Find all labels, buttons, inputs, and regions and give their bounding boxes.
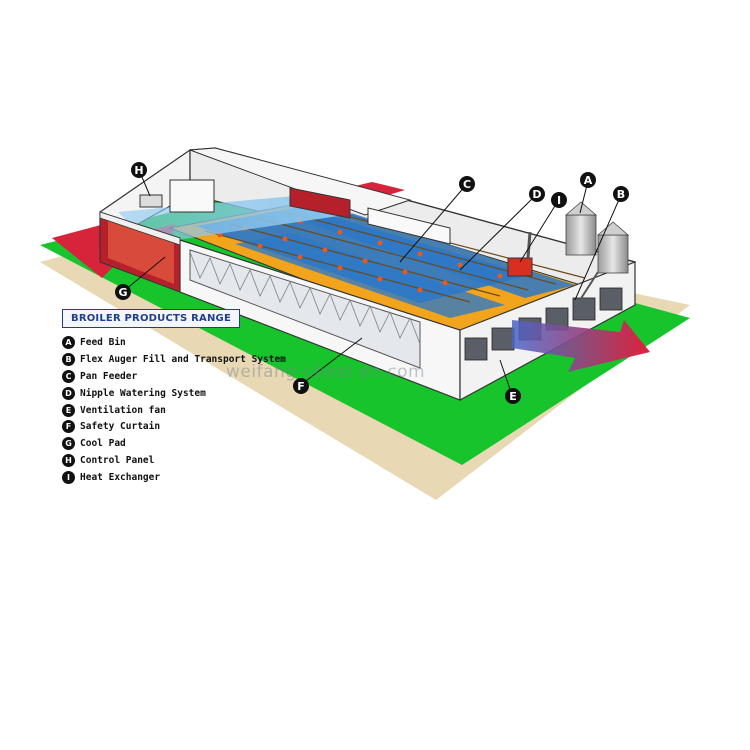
legend-badge: B	[62, 352, 75, 366]
callout-b: B	[613, 186, 629, 202]
legend-badge: E	[62, 403, 75, 417]
end-wall-front	[99, 211, 181, 246]
heat-exchanger	[507, 257, 533, 277]
legend-item-control-panel: H Control Panel	[62, 452, 292, 469]
legend-item-safety-curtain: F Safety Curtain	[62, 418, 292, 435]
legend-item-cool-pad: G Cool Pad	[62, 435, 292, 452]
feed-bins	[564, 201, 630, 274]
callout-c: C	[459, 176, 475, 192]
callout-i: I	[551, 192, 567, 208]
exhaust-arrow	[512, 320, 650, 372]
legend-item-flex-auger: B Flex Auger Fill and Transport System	[62, 351, 292, 368]
legend-label: Cool Pad	[80, 438, 126, 450]
legend-label: Feed Bin	[80, 336, 126, 348]
svg-text:E: E	[509, 390, 517, 403]
callout-a: A	[580, 172, 596, 188]
safety-curtain	[189, 249, 421, 369]
curtain-truss	[189, 251, 421, 345]
callout-h: H	[131, 162, 147, 178]
legend-item-ventilation-fan: E Ventilation fan	[62, 402, 292, 419]
legend-badge: I	[62, 471, 75, 485]
legend-badge: C	[62, 369, 75, 383]
legend-label: Flex Auger Fill and Transport System	[80, 353, 286, 365]
legend-label: Ventilation fan	[80, 404, 166, 416]
svg-text:B: B	[617, 188, 625, 201]
legend-item-heat-exchanger: I Heat Exchanger	[62, 469, 292, 486]
legend-badge: D	[62, 386, 75, 400]
far-window	[367, 207, 451, 245]
lane-2	[300, 211, 575, 298]
legend-badge: H	[62, 454, 75, 468]
legend-label: Nipple Watering System	[80, 387, 206, 399]
lane-1	[196, 207, 530, 303]
legend: BROILER PRODUCTS RANGE A Feed Bin B Flex…	[62, 306, 292, 486]
auger-line	[579, 271, 599, 301]
legend-item-pan-feeder: C Pan Feeder	[62, 368, 292, 385]
door	[169, 179, 215, 213]
control-panel-box	[139, 194, 163, 208]
inlet-panel	[289, 187, 351, 219]
legend-label: Control Panel	[80, 455, 155, 467]
callout-g: G	[115, 284, 131, 300]
heat-exchanger-pipe	[526, 231, 532, 259]
svg-text:G: G	[118, 286, 127, 299]
svg-text:C: C	[463, 178, 471, 191]
svg-text:F: F	[297, 380, 305, 393]
callout-e: E	[505, 388, 521, 404]
legend-label: Pan Feeder	[80, 370, 138, 382]
legend-item-feed-bin: A Feed Bin	[62, 334, 292, 351]
legend-badge: F	[62, 420, 75, 434]
legend-label: Heat Exchanger	[80, 472, 161, 484]
callout-f: F	[293, 378, 309, 394]
legend-label: Safety Curtain	[80, 421, 161, 433]
legend-badge: A	[62, 335, 75, 349]
callout-d: D	[529, 186, 545, 202]
watermark: weifang-ubest.en.com	[226, 362, 426, 382]
legend-item-nipple-watering: D Nipple Watering System	[62, 385, 292, 402]
svg-text:D: D	[532, 188, 541, 201]
callout-leaders	[124, 169, 622, 396]
svg-text:A: A	[584, 174, 593, 187]
legend-title: BROILER PRODUCTS RANGE	[62, 309, 240, 328]
svg-text:H: H	[134, 164, 143, 177]
svg-text:I: I	[557, 194, 561, 207]
legend-badge: G	[62, 437, 75, 451]
